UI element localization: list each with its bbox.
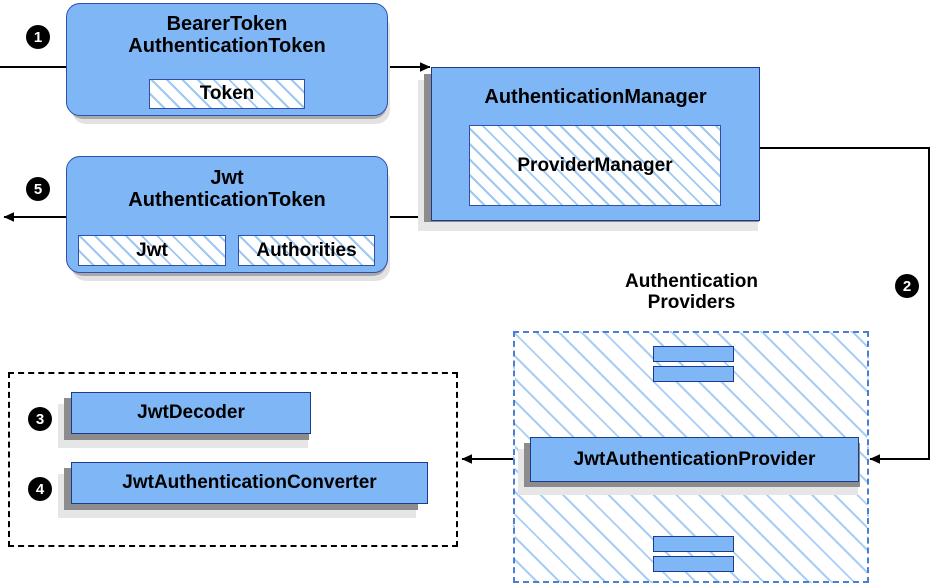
step-badge-5: 5 [26,177,50,201]
arrow-manager-to-provider [760,147,930,464]
bearer-token-field-token[interactable] [149,79,305,109]
step-badge-1: 1 [26,25,50,49]
step-badge-2: 2 [895,274,919,298]
step-badge-4: 4 [28,477,52,501]
provider-stub-bar-bottom-2 [653,556,734,572]
provider-stub-bar-bottom-1 [653,536,734,552]
jwt-authentication-converter[interactable] [71,462,428,504]
provider-stub-bar-top-2 [653,366,734,382]
jwt-decoder[interactable] [71,392,311,434]
provider-stub-bar-top-1 [653,346,734,362]
step-badge-3: 3 [28,407,52,431]
jwt-authentication-provider[interactable] [530,437,859,482]
jwt-token-field-authorities[interactable] [238,235,375,266]
jwt-token-field-jwt[interactable] [78,235,226,266]
provider-manager-field[interactable] [469,125,721,206]
